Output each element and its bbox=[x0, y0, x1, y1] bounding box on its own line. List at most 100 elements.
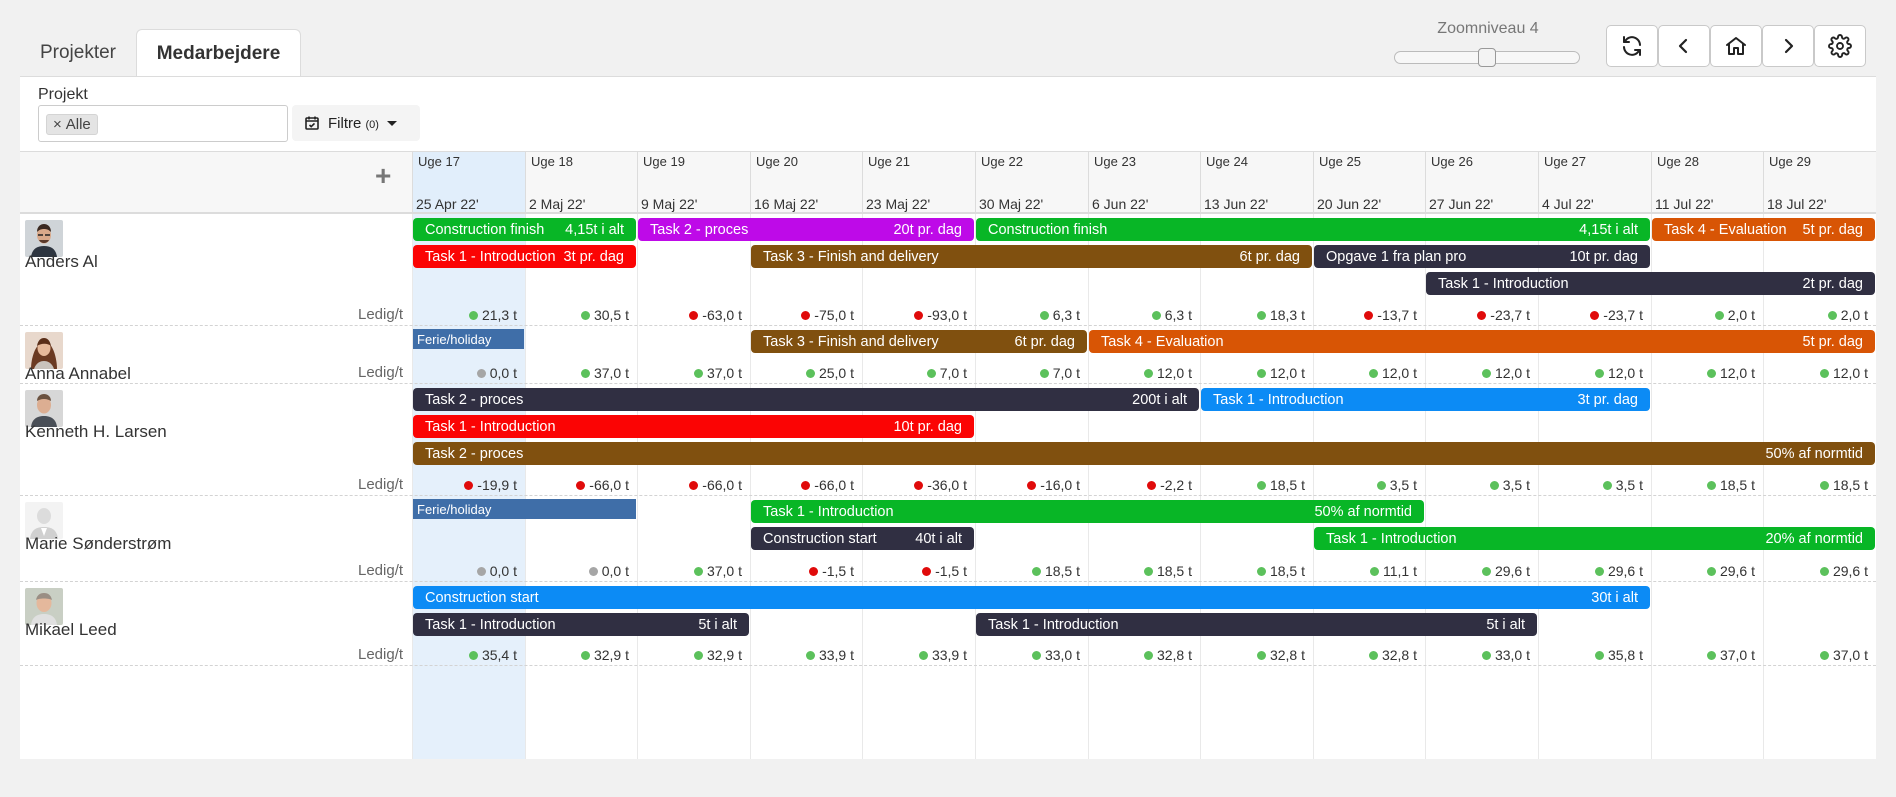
available-hours-cell: -66,0 t bbox=[637, 476, 750, 494]
available-hours-cell: 29,6 t bbox=[1763, 562, 1876, 580]
status-dot-icon bbox=[922, 566, 932, 576]
remove-chip-icon[interactable]: × bbox=[53, 116, 62, 133]
status-dot-icon bbox=[1143, 650, 1153, 660]
available-hours-value: -66,0 t bbox=[589, 477, 629, 493]
week-start-date: 9 Maj 22' bbox=[641, 196, 698, 212]
status-dot-icon bbox=[1819, 566, 1829, 576]
available-hours-value: -75,0 t bbox=[814, 307, 854, 323]
project-select[interactable]: × Alle bbox=[38, 105, 288, 142]
week-column bbox=[525, 214, 637, 759]
available-hours-value: 18,5 t bbox=[1832, 477, 1868, 493]
employee-name[interactable]: Anders Al bbox=[25, 252, 98, 271]
task-label: Construction start bbox=[425, 589, 539, 606]
task-label: Task 2 - proces bbox=[425, 391, 524, 408]
available-hours-value: 12,0 t bbox=[1832, 365, 1868, 381]
tab-medarbejdere[interactable]: Medarbejdere bbox=[136, 29, 301, 77]
add-employee-button[interactable]: + bbox=[375, 160, 392, 191]
available-hours-cell: 12,0 t bbox=[1313, 364, 1425, 382]
status-dot-icon bbox=[693, 566, 703, 576]
chevron-right-icon bbox=[1784, 38, 1794, 54]
available-hours-cell: 21,3 t bbox=[412, 306, 525, 324]
employee-name[interactable]: Anna Annabel bbox=[25, 364, 131, 383]
employee-name[interactable]: Marie Sønderstrøm bbox=[25, 534, 172, 553]
available-hours-cell: -19,9 t bbox=[412, 476, 525, 494]
employee-name[interactable]: Kenneth H. Larsen bbox=[25, 422, 167, 441]
task-bar[interactable]: Task 1 - Introduction 5t i alt bbox=[413, 613, 749, 636]
available-hours-value: -63,0 t bbox=[702, 307, 742, 323]
refresh-button[interactable] bbox=[1606, 25, 1658, 67]
zoom-slider-handle[interactable] bbox=[1478, 48, 1496, 67]
task-allocation: 5t pr. dag bbox=[1802, 333, 1863, 350]
week-start-date: 13 Jun 22' bbox=[1204, 196, 1269, 212]
task-allocation: 5t i alt bbox=[1486, 616, 1525, 633]
home-button[interactable] bbox=[1710, 25, 1762, 67]
chevron-left-icon bbox=[1678, 38, 1688, 54]
status-dot-icon bbox=[805, 368, 815, 378]
week-number: Uge 26 bbox=[1431, 154, 1473, 169]
available-hours-value: 0,0 t bbox=[601, 563, 629, 579]
available-hours-value: -1,5 t bbox=[822, 563, 854, 579]
task-bar[interactable]: Ferie/holiday bbox=[413, 499, 636, 519]
task-allocation: 5t i alt bbox=[698, 616, 737, 633]
task-allocation: 50% af normtid bbox=[1314, 503, 1412, 520]
available-hours-cell: -23,7 t bbox=[1425, 306, 1538, 324]
previous-button[interactable] bbox=[1658, 25, 1710, 67]
status-dot-icon bbox=[1594, 650, 1604, 660]
status-dot-icon bbox=[1143, 566, 1153, 576]
avatar bbox=[25, 588, 63, 625]
available-hours-cell: 32,9 t bbox=[637, 646, 750, 664]
available-hours-cell: -13,7 t bbox=[1313, 306, 1425, 324]
employee-name[interactable]: Mikael Leed bbox=[25, 620, 117, 639]
available-hours-value: -13,7 t bbox=[1377, 307, 1417, 323]
task-allocation: 6t pr. dag bbox=[1239, 248, 1300, 265]
available-hours-cell: 6,3 t bbox=[975, 306, 1088, 324]
available-hours-value: -1,5 t bbox=[935, 563, 967, 579]
next-button[interactable] bbox=[1762, 25, 1814, 67]
filter-button[interactable]: Filtre (0) bbox=[292, 105, 420, 141]
task-label: Task 1 - Introduction bbox=[425, 616, 556, 633]
tab-projekter[interactable]: Projekter bbox=[39, 42, 117, 63]
settings-button[interactable] bbox=[1814, 25, 1866, 67]
week-column bbox=[1538, 214, 1651, 759]
status-dot-icon bbox=[1481, 368, 1491, 378]
available-hours-cell: 18,5 t bbox=[1651, 476, 1763, 494]
task-label: Task 2 - proces bbox=[425, 445, 524, 462]
available-hours-value: -66,0 t bbox=[814, 477, 854, 493]
task-bar[interactable]: Ferie/holiday bbox=[413, 329, 524, 349]
available-hours-value: 0,0 t bbox=[489, 563, 517, 579]
status-dot-icon bbox=[580, 650, 590, 660]
